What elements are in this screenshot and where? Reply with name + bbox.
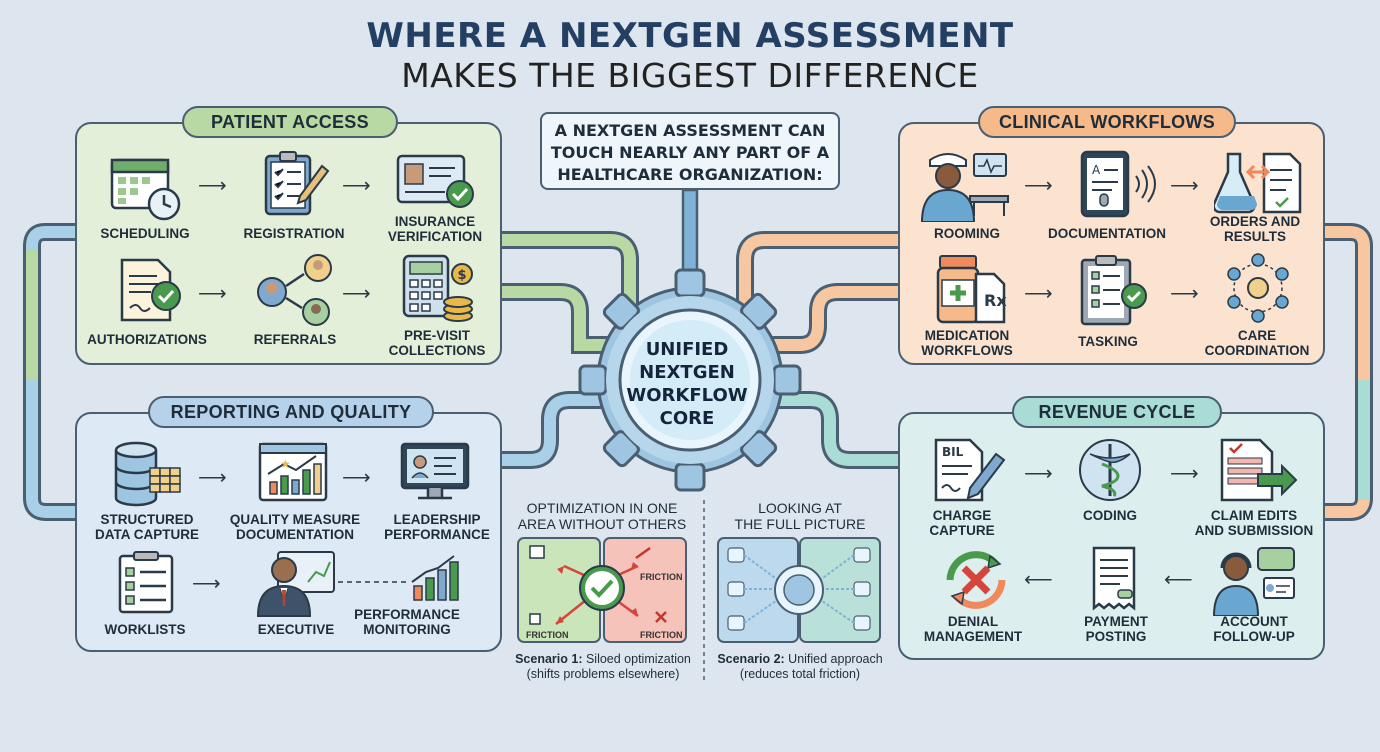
flow-arrow: ⟶ <box>192 573 221 595</box>
receipt-icon <box>1092 546 1136 611</box>
performance-monitoring-label: PERFORMANCE MONITORING <box>354 607 460 637</box>
scenario1-graphic <box>517 537 687 643</box>
documentation-label: DOCUMENTATION <box>1048 226 1166 241</box>
svg-text:Rx: Rx <box>984 291 1007 310</box>
document-check-icon <box>120 258 181 322</box>
quality-measure-label: QUALITY MEASURE DOCUMENTATION <box>229 512 361 542</box>
registration-label: REGISTRATION <box>243 226 345 241</box>
flow-arrow: ⟶ <box>342 467 371 489</box>
workflow-core-label: UNIFIED NEXTGEN WORKFLOW CORE <box>626 339 748 429</box>
scenario1-heading: OPTIMIZATION IN ONE AREA WITHOUT OTHERS <box>517 500 687 532</box>
friction-label: FRICTION <box>640 572 683 582</box>
scenario2-graphic <box>717 537 881 643</box>
worklists-label: WORKLISTS <box>104 622 186 637</box>
flask-document-icon <box>1214 152 1302 214</box>
clinical-workflows-title: CLINICAL WORKFLOWS <box>978 106 1236 138</box>
flow-arrow: ⟶ <box>198 467 227 489</box>
scenario1-caption-label: Scenario 1: <box>515 652 583 666</box>
revenue-cycle-title: REVENUE CYCLE <box>1012 396 1222 428</box>
svg-text:BIL: BIL <box>942 445 964 459</box>
flow-arrow: ⟶ <box>1170 175 1199 197</box>
denial-cycle-icon <box>946 551 1006 609</box>
tasking-label: TASKING <box>1078 334 1138 349</box>
calendar-clock-icon <box>110 158 181 221</box>
svg-text:A: A <box>1092 163 1101 177</box>
flow-arrow: ⟶ <box>1024 175 1053 197</box>
flow-arrow: ⟶ <box>1170 283 1199 305</box>
referrals-label: REFERRALS <box>253 332 337 347</box>
scenario2-caption: Scenario 2: Unified approach (reduces to… <box>706 652 894 682</box>
scheduling-label: SCHEDULING <box>100 226 190 241</box>
claim-form-arrow-icon <box>1220 438 1298 502</box>
scenario1-caption-line2: (shifts problems elsewhere) <box>526 667 680 681</box>
calculator-coins-icon: $ <box>402 254 473 322</box>
scenario2-caption-text: Unified approach <box>784 652 883 666</box>
care-coordination-label: CARE COORDINATION <box>1204 328 1310 358</box>
headset-agent-icon <box>1212 547 1295 616</box>
orders-results-label: ORDERS AND RESULTS <box>1209 214 1301 244</box>
scenario1-caption: Scenario 1: Siloed optimization (shifts … <box>504 652 702 682</box>
denial-management-label: DENIAL MANAGEMENT <box>923 614 1023 644</box>
coding-label: CODING <box>1083 508 1137 523</box>
scenario-divider <box>703 500 705 680</box>
referral-people-icon <box>257 254 332 326</box>
scenario2-heading: LOOKING AT THE FULL PICTURE <box>734 500 866 532</box>
scenario2-caption-line2: (reduces total friction) <box>739 667 861 681</box>
payment-posting-label: PAYMENT POSTING <box>1084 614 1148 644</box>
friction-label: FRICTION <box>526 630 569 640</box>
flow-arrow: ⟶ <box>1024 283 1053 305</box>
flow-arrow: ⟶ <box>342 283 371 305</box>
medication-workflows-label: MEDICATION WORKFLOWS <box>921 328 1013 358</box>
bill-pen-icon: BIL <box>934 438 1006 502</box>
flow-arrow: ⟶ <box>198 283 227 305</box>
account-follow-up-label: ACCOUNT FOLLOW-UP <box>1213 614 1295 644</box>
executive-label: EXECUTIVE <box>257 622 335 637</box>
flow-arrow: ⟶ <box>1170 463 1199 485</box>
database-grid-icon <box>114 441 181 507</box>
claim-edits-label: CLAIM EDITS AND SUBMISSION <box>1194 508 1314 538</box>
charge-capture-label: CHARGE CAPTURE <box>929 508 995 538</box>
dashed-connector <box>338 581 408 583</box>
checklist-icon <box>118 551 174 614</box>
scenario1-caption-text: Siloed optimization <box>582 652 691 666</box>
svg-text:★: ★ <box>280 457 291 471</box>
pill-bottle-rx-icon: Rx <box>936 255 1007 324</box>
insurance-verification-label: INSURANCE VERIFICATION <box>387 214 483 244</box>
structured-data-capture-label: STRUCTURED DATA CAPTURE <box>95 512 199 542</box>
scenario2-caption-label: Scenario 2: <box>717 652 785 666</box>
flow-arrow: ⟶ <box>198 175 227 197</box>
flow-arrow: ⟶ <box>342 175 371 197</box>
flow-arrow: ⟶ <box>1024 463 1053 485</box>
clipboard-pen-icon <box>264 151 330 216</box>
nurse-exam-bed-icon <box>920 153 1009 222</box>
executive-person-icon <box>256 551 335 617</box>
page-title: WHERE A NEXTGEN ASSESSMENT <box>366 16 1014 56</box>
care-network-icon <box>1227 253 1289 323</box>
chart-board-icon: ★ <box>258 442 328 502</box>
assessment-callout: A NEXTGEN ASSESSMENT CAN TOUCH NEARLY AN… <box>540 112 840 190</box>
rooming-label: ROOMING <box>934 226 1000 241</box>
id-card-check-icon <box>396 154 474 208</box>
tablet-voice-icon: A <box>1080 150 1156 218</box>
page-subtitle: MAKES THE BIGGEST DIFFERENCE <box>401 56 979 95</box>
leadership-performance-label: LEADERSHIP PERFORMANCE <box>384 512 490 542</box>
svg-text:$: $ <box>457 268 466 283</box>
authorizations-label: AUTHORIZATIONS <box>87 332 207 347</box>
monitor-dashboard-icon <box>400 442 470 500</box>
caduceus-icon <box>1079 439 1141 501</box>
pre-visit-collections-label: PRE-VISIT COLLECTIONS <box>388 328 486 358</box>
flow-arrow: ⟵ <box>1024 569 1053 591</box>
friction-label: FRICTION <box>640 630 683 640</box>
reporting-quality-title: REPORTING AND QUALITY <box>148 396 434 428</box>
flow-arrow: ⟵ <box>1164 569 1193 591</box>
patient-access-title: PATIENT ACCESS <box>182 106 398 138</box>
growth-chart-icon <box>411 555 459 601</box>
clipboard-checklist-icon <box>1080 255 1147 326</box>
